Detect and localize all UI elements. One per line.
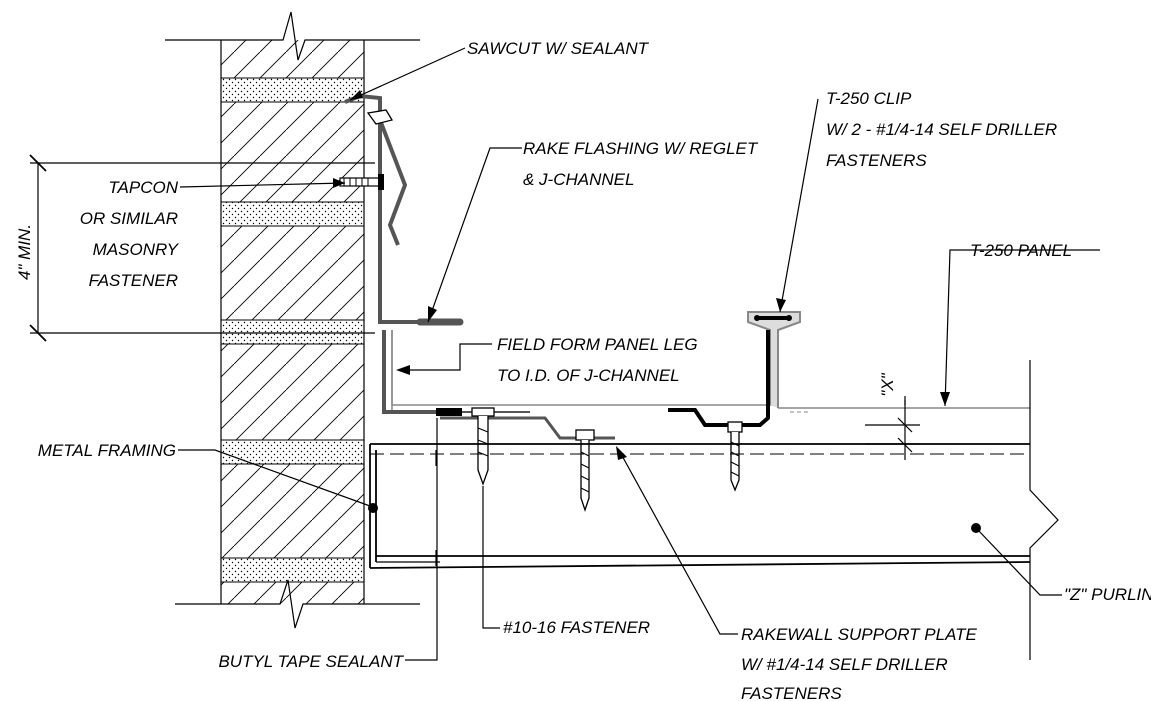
label-clip-3: FASTENERS (826, 151, 927, 170)
label-plate-3: FASTENERS (741, 684, 842, 701)
t250-clip (668, 315, 792, 492)
label-tapcon-2: OR SIMILAR (80, 209, 178, 228)
masonry-wall (165, 11, 420, 629)
label-tapcon-1: TAPCON (108, 178, 178, 197)
label-plate-1: RAKEWALL SUPPORT PLATE (741, 625, 978, 644)
label-metal-framing: METAL FRAMING (38, 441, 176, 460)
label-x: "X" (878, 372, 897, 396)
t250-panel (391, 311, 1030, 413)
label-clip-1: T-250 CLIP (826, 89, 912, 108)
label-field-1: FIELD FORM PANEL LEG (497, 335, 698, 354)
label-rake-1: RAKE FLASHING W/ REGLET (523, 139, 759, 158)
label-purlin: "Z" PURLIN (1064, 585, 1151, 604)
screw-top (366, 109, 394, 125)
x-dimension (865, 400, 920, 453)
label-dimension: 4" MIN. (15, 224, 34, 280)
fastener-10-16 (471, 407, 495, 486)
labels: SAWCUT W/ SEALANT T-250 CLIP W/ 2 - #1/4… (15, 39, 1151, 701)
label-tapcon-4: FASTENER (89, 271, 178, 290)
label-rake-2: & J-CHANNEL (523, 170, 634, 189)
rakewall-support-plate (436, 408, 615, 513)
label-field-2: TO I.D. OF J-CHANNEL (497, 366, 680, 385)
z-purlin (368, 360, 1059, 660)
label-panel: T-250 PANEL (970, 241, 1072, 260)
label-fastener: #10-16 FASTENER (503, 618, 650, 637)
label-clip-2: W/ 2 - #1/4-14 SELF DRILLER (826, 120, 1057, 139)
label-plate-2: W/ #1/4-14 SELF DRILLER (741, 655, 948, 674)
dimension-4in (29, 154, 375, 342)
label-butyl: BUTYL TAPE SEALANT (218, 652, 404, 671)
label-tapcon-3: MASONRY (93, 240, 180, 259)
leader-lines (178, 47, 1100, 661)
label-sawcut: SAWCUT W/ SEALANT (467, 39, 650, 58)
